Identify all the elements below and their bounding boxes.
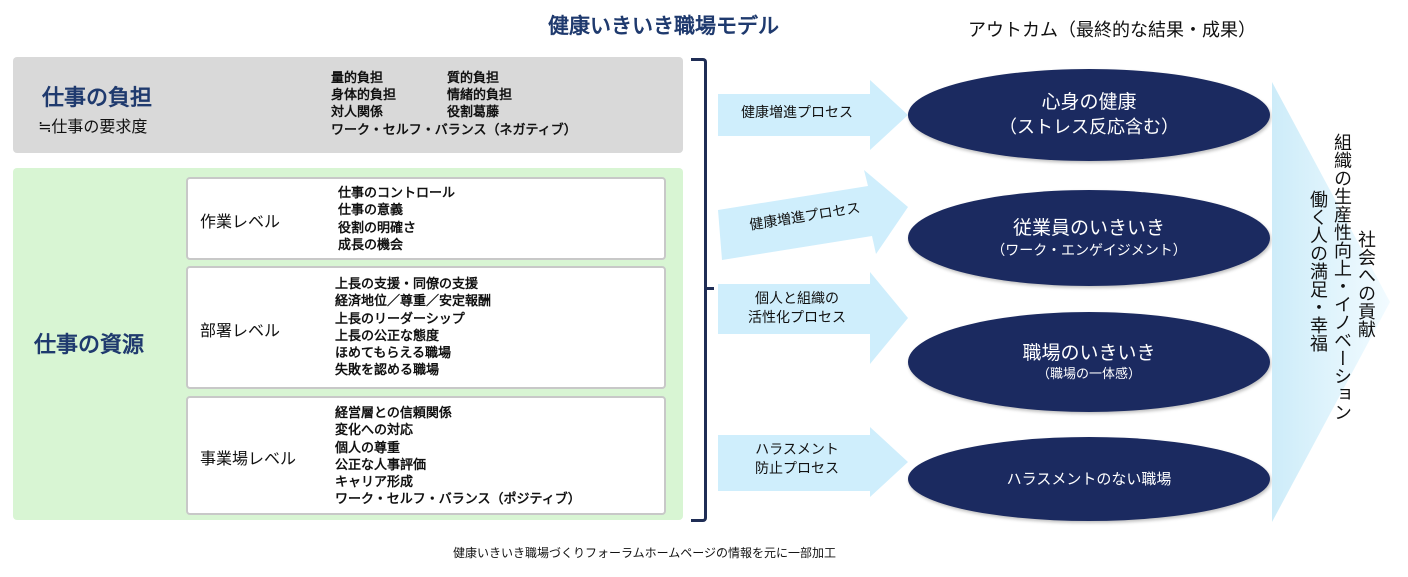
resource-item: 経営層との信頼関係 (335, 406, 452, 421)
level-label-department: 部署レベル (200, 321, 281, 340)
workplace-level-list: 経営層との信頼関係 変化への対応 個人の尊重 公正な人事評価 キャリア形成 ワー… (335, 405, 581, 509)
outcome-mental-physical-health: 心身の健康 （ストレス反応含む） (908, 69, 1270, 161)
workplace-level-box (186, 396, 666, 515)
task-level-list: 仕事のコントロール 仕事の意義 役割の明確さ 成長の機会 (338, 185, 455, 254)
level-label-workplace: 事業場レベル (200, 449, 297, 468)
resource-item: 経済地位／尊重／安定報酬 (335, 294, 492, 310)
demand-item: ワーク・セルフ・バランス（ネガティブ） (331, 123, 577, 138)
outcome-harassment-free: ハラスメントのない職場 (908, 437, 1270, 521)
source-footnote: 健康いきいき職場づくりフォーラムホームページの情報を元に一部加工 (453, 546, 837, 560)
process-arrow-1 (718, 80, 908, 150)
demand-item: 量的負担 (331, 71, 384, 86)
process-label-1: 健康増進プロセス (741, 105, 853, 121)
resource-item: 役割の明確さ (338, 220, 417, 236)
department-level-box (186, 266, 666, 389)
final-outcome-productivity: 組織の生産性向上・イノベーション (1331, 133, 1352, 421)
process-arrow-4 (718, 427, 908, 497)
process-arrow-2 (718, 170, 908, 260)
model-title: 健康いきいき職場モデル (548, 14, 779, 38)
demand-item: 質的負担 (447, 71, 500, 86)
level-label-task: 作業レベル (200, 212, 281, 231)
process-arrow-3 (718, 272, 908, 364)
grouping-bracket (691, 58, 707, 522)
resource-item: 成長の機会 (338, 237, 404, 253)
job-resources-title: 仕事の資源 (34, 333, 145, 358)
resource-item: 変化への対応 (335, 423, 414, 439)
job-demands-title: 仕事の負担 (42, 86, 153, 111)
process-label-3: 個人と組織の 活性化プロセス (748, 291, 846, 326)
resource-item: 上長のリーダーシップ (335, 311, 465, 327)
resource-item: 上長の公正な態度 (335, 328, 440, 344)
job-demands-subtitle: ≒仕事の要求度 (38, 117, 148, 136)
demand-item: 役割葛藤 (447, 105, 500, 120)
resource-item: ほめてもらえる職場 (335, 346, 451, 362)
outcome-workplace-vitality: 職場のいきいき （職場の一体感） (908, 312, 1270, 412)
resource-item: ワーク・セルフ・バランス（ポジティブ） (335, 492, 581, 508)
outcome-employee-engagement: 従業員のいきいき （ワーク・エンゲイジメント） (908, 190, 1270, 286)
final-outcome-chevron (1272, 82, 1390, 522)
demand-item: 情緒的負担 (447, 88, 513, 103)
resource-item: 上長の支援・同僚の支援 (335, 277, 479, 292)
resource-item: 公正な人事評価 (335, 457, 427, 473)
demand-item: 身体的負担 (331, 88, 397, 103)
process-label-4: ハラスメント 防止プロセス (755, 442, 839, 477)
grouping-bracket-tick (706, 287, 714, 290)
demand-item: 対人関係 (331, 105, 384, 120)
resource-item: 失敗を認める職場 (335, 363, 440, 379)
final-outcome-wellbeing: 働く人の満足・幸福 (1307, 190, 1328, 352)
resource-item: キャリア形成 (335, 475, 414, 491)
resource-item: 仕事の意義 (338, 203, 404, 219)
department-level-list: 上長の支援・同僚の支援 経済地位／尊重／安定報酬 上長のリーダーシップ 上長の公… (335, 276, 491, 380)
resource-item: 個人の尊重 (335, 440, 401, 456)
outcome-header: アウトカム（最終的な結果・成果） (968, 20, 1256, 41)
task-level-box (186, 177, 666, 260)
final-outcome-society: 社会への貢献 (1355, 230, 1376, 338)
job-demands-panel (13, 57, 683, 153)
resource-item: 仕事のコントロール (338, 186, 456, 201)
